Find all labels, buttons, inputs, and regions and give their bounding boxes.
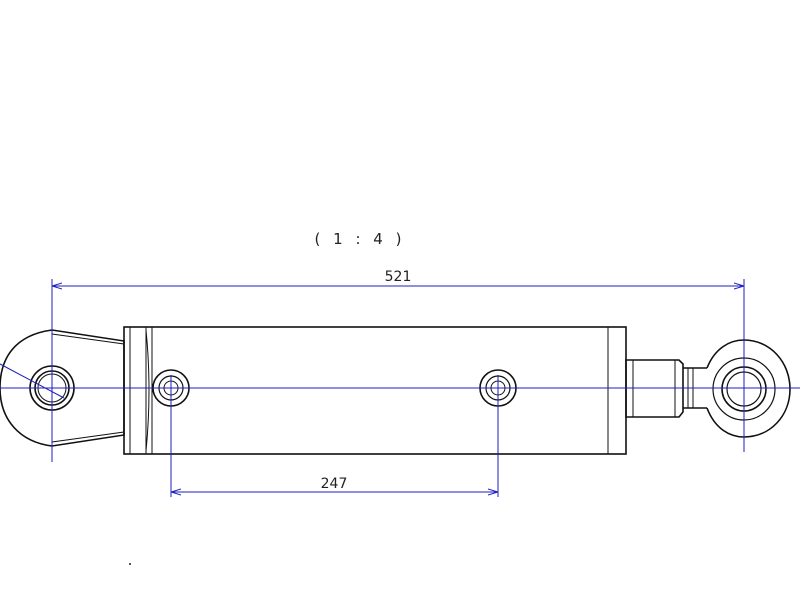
cylinder-barrel — [123, 326, 627, 455]
scale-label: ( 1 : 4 ) — [314, 230, 406, 248]
port-spacing-dimension: 247 — [320, 476, 348, 492]
overall-length-dimension: 521 — [384, 269, 412, 285]
stray-mark — [129, 563, 131, 565]
centerlines — [0, 279, 800, 497]
